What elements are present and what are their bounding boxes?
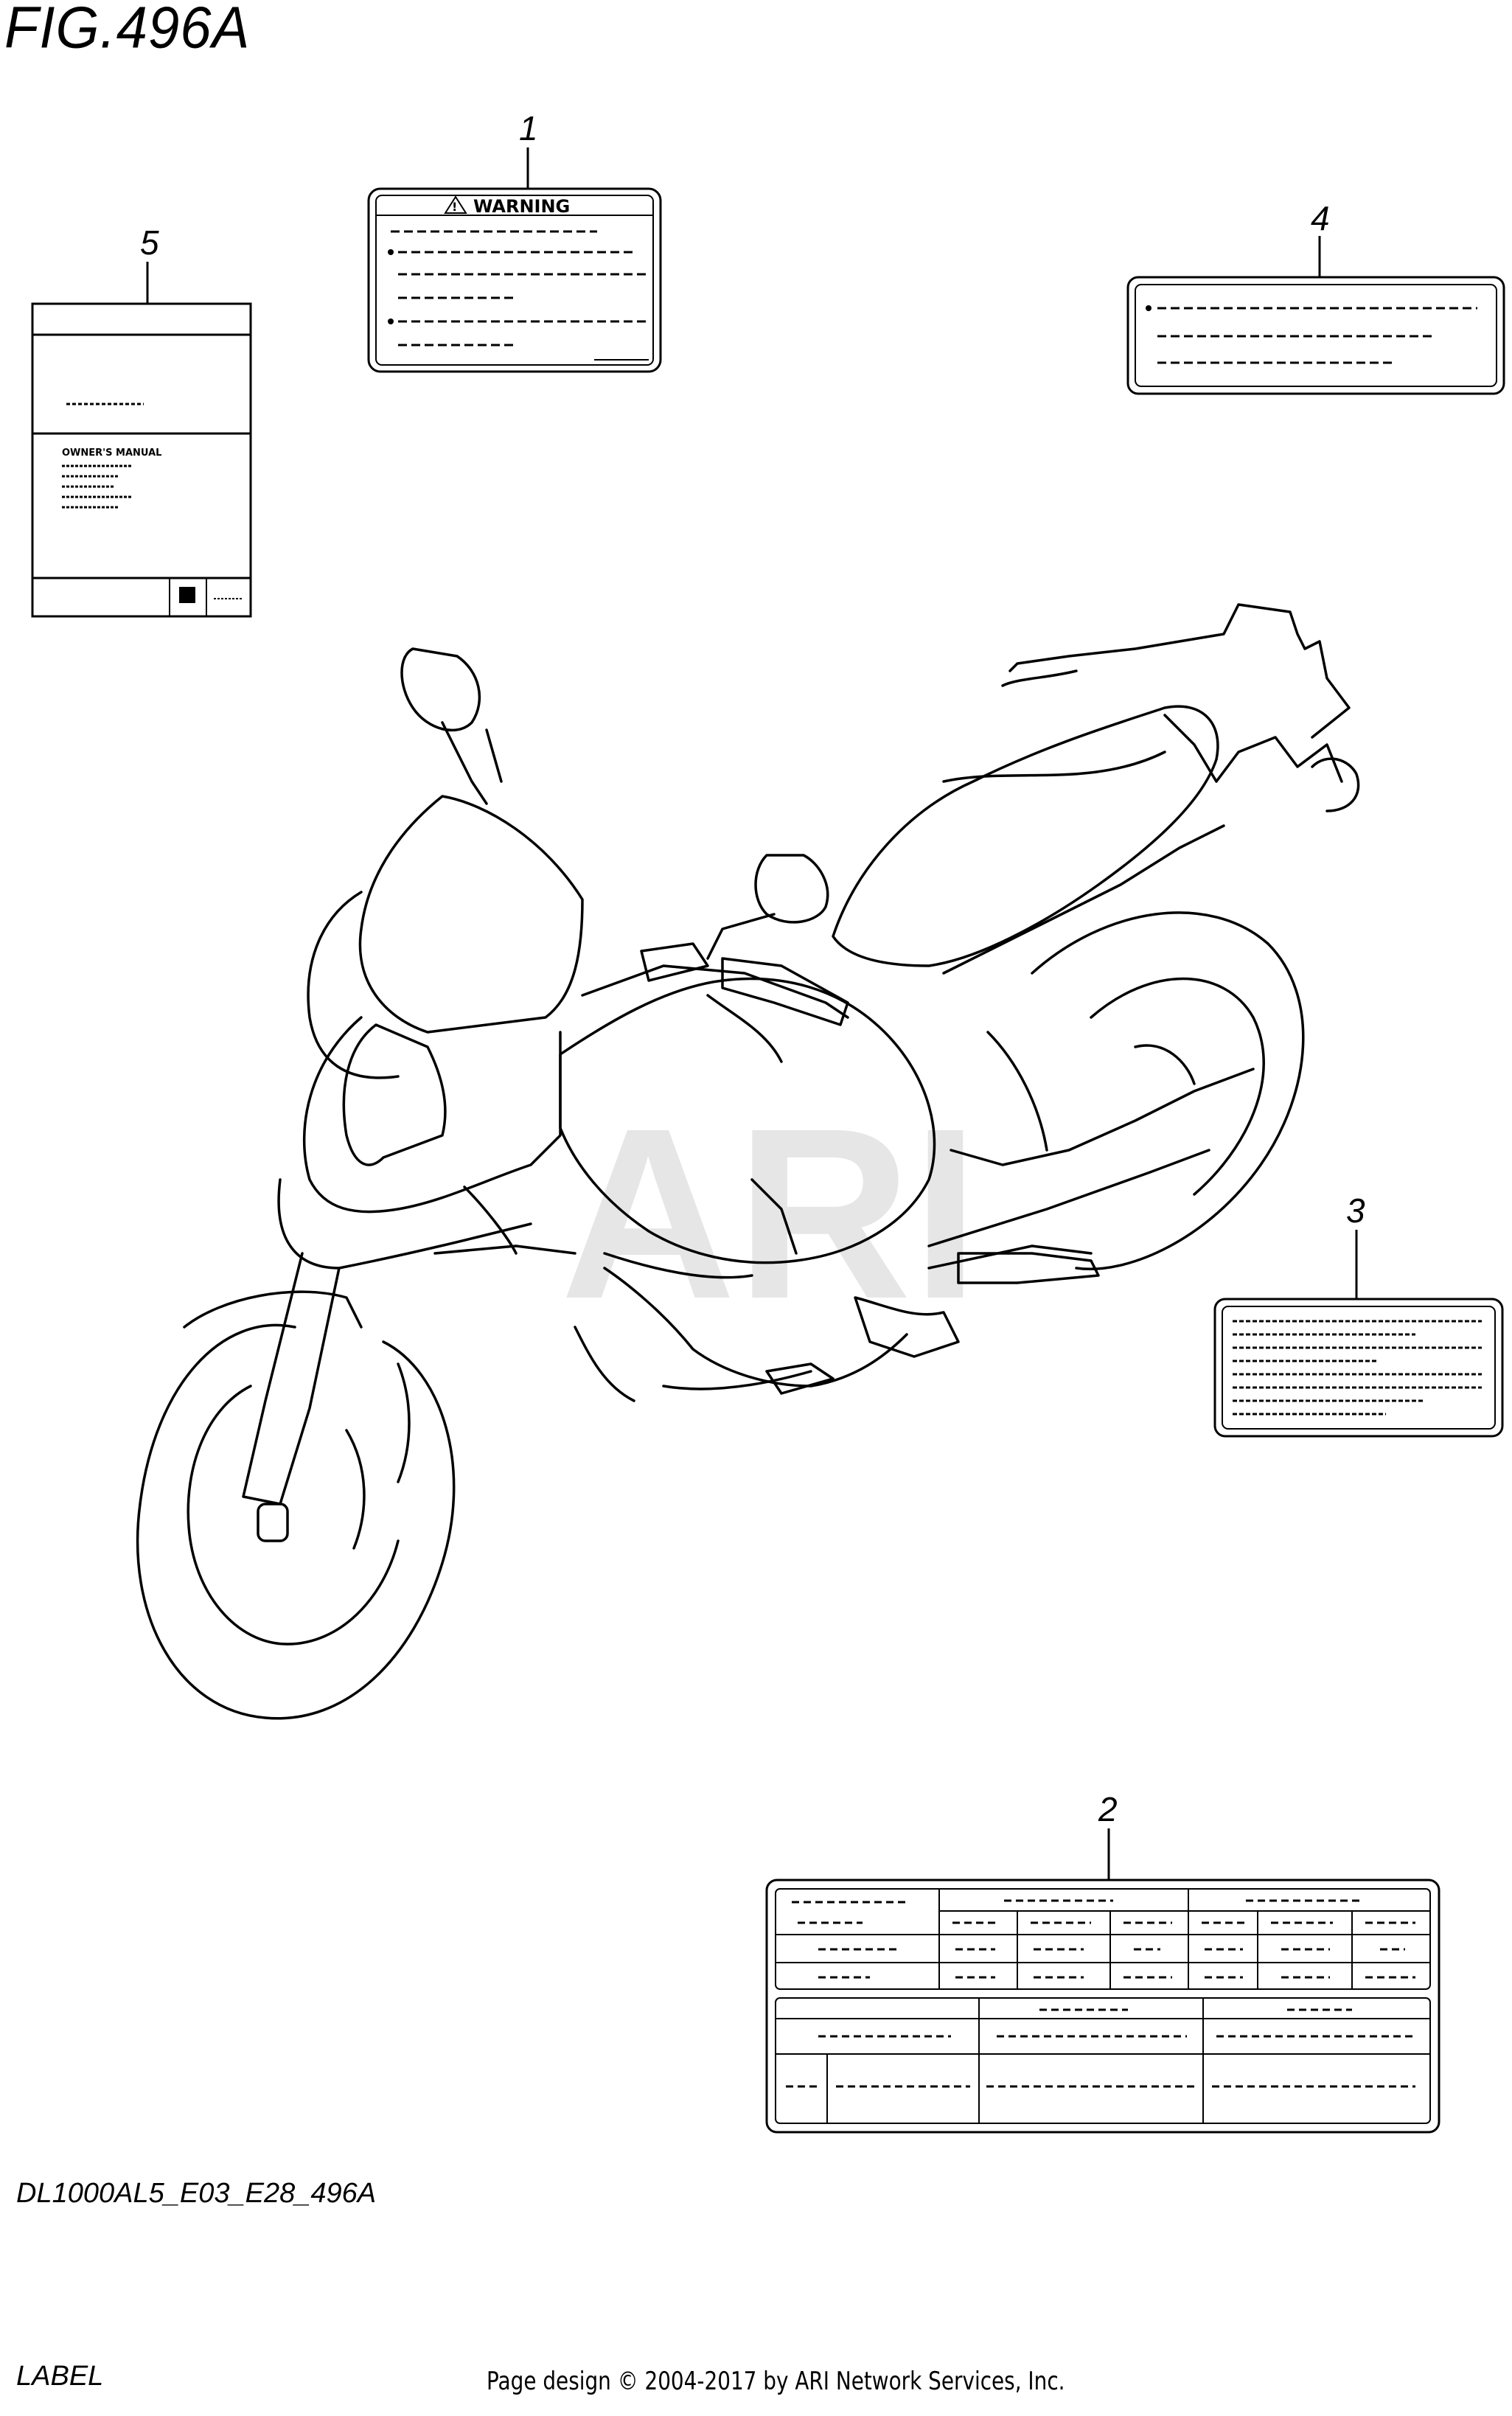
watermark: ARI (560, 1077, 979, 1349)
label-3[interactable]: 3 (1213, 1191, 1504, 1438)
svg-text:!: ! (452, 200, 457, 214)
callout-2: 2 (1098, 1790, 1118, 1828)
exhaust (957, 1252, 1100, 1284)
handlebar (581, 964, 849, 1019)
right-mirror (754, 854, 829, 924)
motorcycle-illustration (136, 603, 1360, 1720)
label-4-outer (1126, 276, 1505, 395)
label-3-outer (1213, 1298, 1504, 1438)
left-mirror (400, 647, 481, 732)
windscreen (307, 891, 400, 1079)
seat (832, 705, 1219, 967)
callout-5: 5 (140, 223, 159, 262)
figure-title: FIG.496A (4, 0, 251, 61)
rear-tire (1031, 911, 1305, 1270)
front-tire (136, 1323, 456, 1720)
label-2-outer (765, 1879, 1440, 2134)
callout-4: 4 (1311, 199, 1330, 237)
suzuki-logo-icon (179, 587, 195, 603)
warning-label-inner (375, 195, 654, 366)
headlight (342, 1023, 447, 1166)
manual-outline (31, 302, 252, 618)
label-4-inner (1135, 284, 1497, 387)
manual-heading: OWNER'S MANUAL (62, 448, 161, 459)
label-2-tire-info[interactable]: 2 (765, 1790, 1440, 2134)
callout-3: 3 (1346, 1191, 1365, 1230)
label-4[interactable]: 4 (1126, 199, 1505, 395)
warning-heading: WARNING (473, 196, 570, 217)
label-3-inner (1222, 1306, 1496, 1430)
warning-label-outer (367, 187, 662, 373)
fuel-tank (559, 977, 936, 1264)
rear-rack (1008, 603, 1351, 739)
engine (603, 1267, 908, 1388)
figure-code: DL1000AL5_E03_E28_496A (16, 2178, 377, 2209)
warning-triangle-icon (444, 195, 467, 214)
label-5-owners-manual[interactable]: 5 OWNER'S MANUAL (31, 223, 252, 618)
section-label: LABEL (16, 2361, 104, 2392)
page-credit: Page design © 2004-2017 by ARI Network S… (487, 2367, 1065, 2396)
front-fairing (302, 1016, 562, 1214)
label-1-warning[interactable]: 1 ! WARNING (367, 109, 662, 373)
callout-1: 1 (519, 109, 538, 147)
front-fork (242, 1252, 341, 1505)
swingarm (927, 1149, 1210, 1247)
